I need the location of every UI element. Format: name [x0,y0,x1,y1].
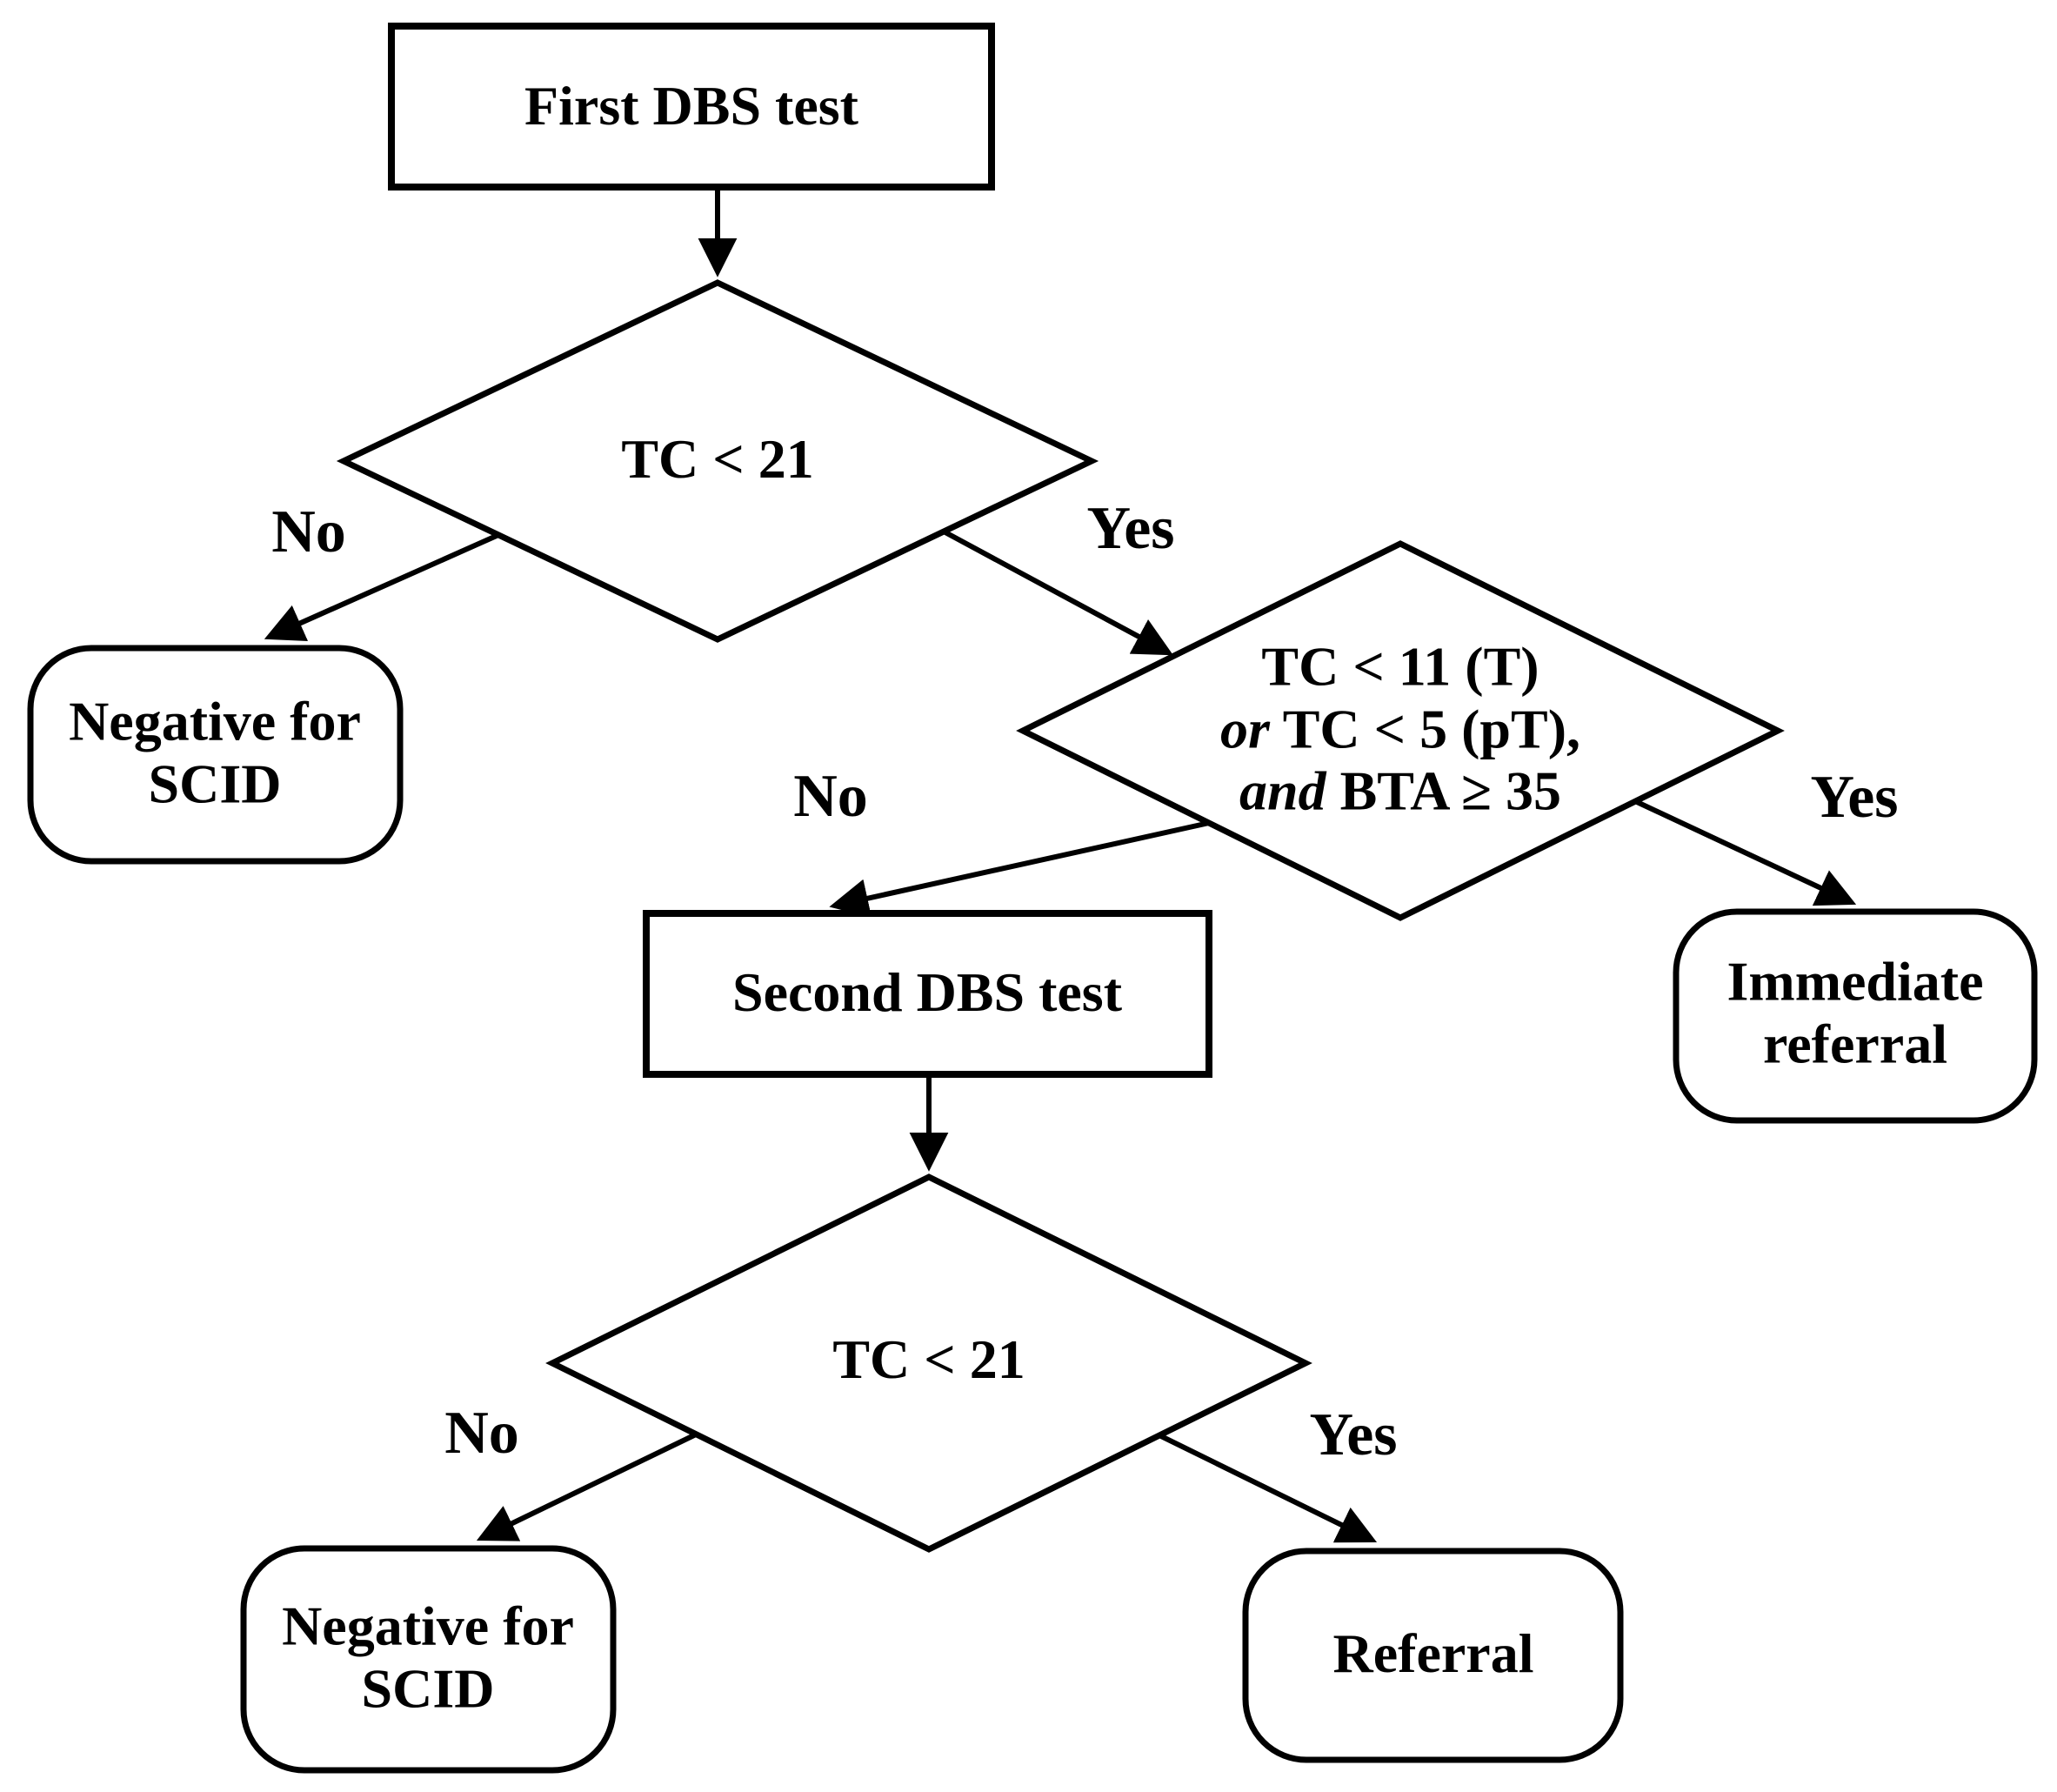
edge-label-yes-1: Yes [1086,495,1175,562]
immediate-referral-terminal [1673,908,2038,1124]
second-dbs-test-label: Second DBS test [731,961,1123,1024]
edge-label-no-2: No [793,763,868,830]
arrow-decision2-no-to-secondtest [829,820,1210,918]
decision2-label: TC < 11 (T) or TC < 5 (pT), and BTA ≥ 35 [1220,635,1580,822]
edge-label-yes-2: Yes [1810,764,1899,831]
decision2-line3: BTA ≥ 35 [1326,759,1562,822]
arrow-decision1-no-to-negative1 [264,532,500,642]
decision1-label: TC < 21 [621,428,814,491]
arrow-decision2-yes-to-immediatereferral [1633,799,1857,906]
decision2-line2: TC < 5 (pT), [1269,698,1581,760]
referral-label: Referral [1332,1622,1534,1685]
edge-label-yes-3: Yes [1309,1401,1398,1468]
arrow-decision3-no-to-negative2 [476,1432,698,1541]
arrow-decision1-yes-to-decision2 [942,529,1173,656]
negative2-label: Negative for SCID [282,1595,574,1719]
second-dbs-test-box [643,910,1212,1078]
first-dbs-test-box [388,23,995,191]
first-dbs-test-label: First DBS test [524,75,858,137]
immediate-referral-label: Immediate referral [1726,950,1984,1074]
negative1-terminal [27,645,404,865]
arrow-decision3-yes-to-referral [1158,1433,1378,1543]
decision2-diamond [1016,540,1785,921]
decision3-label: TC < 21 [832,1328,1025,1391]
edge-label-no-3: No [444,1400,519,1467]
negative2-terminal [240,1545,617,1774]
negative1-label: Negative for SCID [69,690,361,814]
referral-terminal [1242,1548,1624,1763]
decision2-line1: TC < 11 (T) [1261,635,1539,698]
decision2-line2-italic: or [1219,698,1270,760]
decision3-diamond [545,1173,1312,1553]
edge-label-no-1: No [271,498,346,565]
decision1-diamond [336,279,1099,643]
decision2-line3-italic: and [1239,759,1326,822]
